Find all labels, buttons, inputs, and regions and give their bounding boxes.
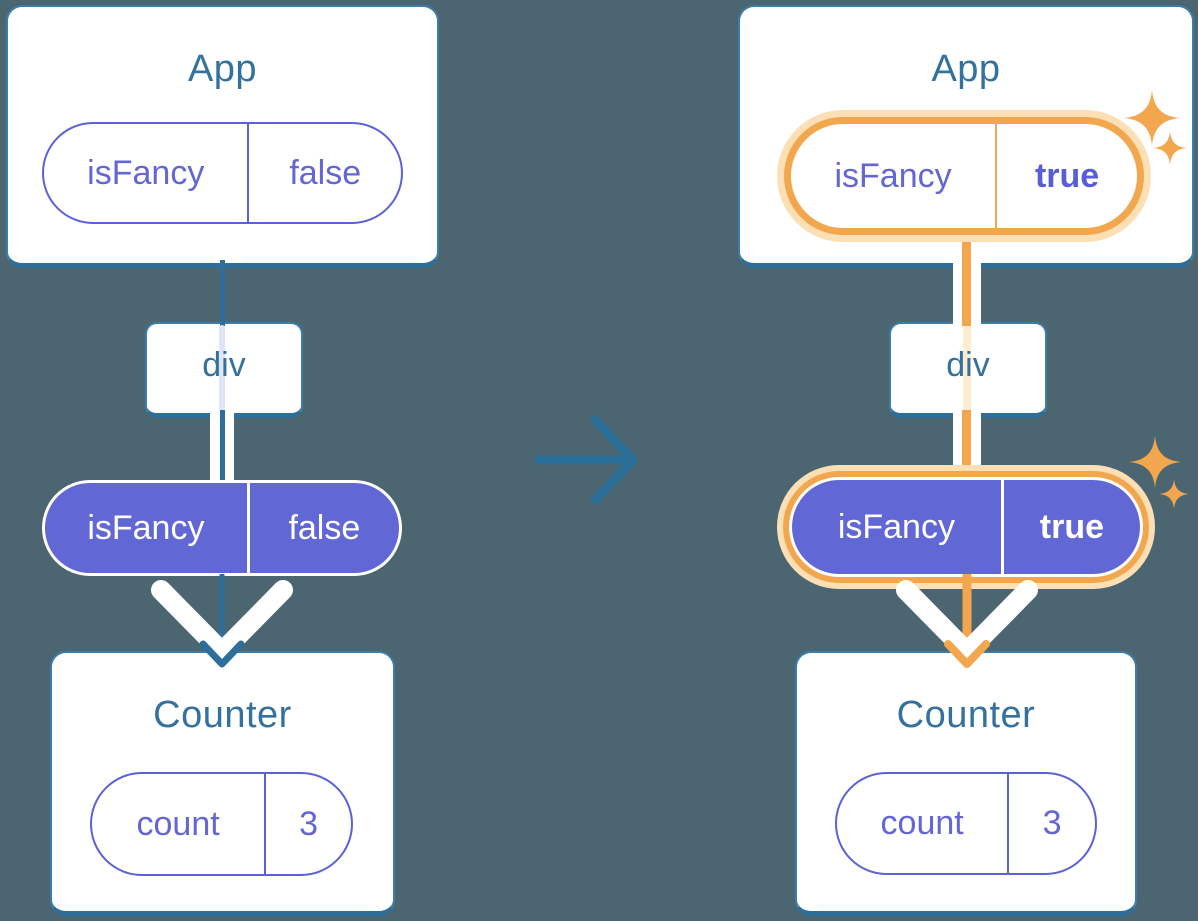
div-label: div — [202, 346, 246, 384]
flow-arrow-icon — [896, 574, 1038, 668]
state-key: isFancy — [834, 156, 952, 195]
app-card — [6, 5, 439, 268]
counter-card — [795, 651, 1137, 916]
state-key: isFancy — [87, 153, 205, 192]
app-state-pill: isFancy false — [42, 122, 403, 224]
state-value: false — [247, 124, 401, 222]
transition-arrow-icon — [534, 415, 638, 505]
prop-pipe — [210, 410, 234, 484]
app-title: App — [931, 48, 1001, 90]
state-value: 3 — [264, 774, 351, 874]
counter-card — [50, 651, 395, 916]
prop-pipe-core — [962, 260, 971, 326]
prop-pipe-core — [962, 410, 971, 484]
white-chevron-icon — [151, 580, 293, 662]
passed-prop-pill-highlighted: isFancy true — [792, 480, 1140, 574]
sparkle-icon — [1153, 131, 1187, 165]
sparkle-icon — [1123, 89, 1181, 147]
prop-stripe — [219, 325, 225, 414]
prop-key: isFancy — [87, 508, 205, 547]
app-card — [738, 5, 1194, 268]
prop-stripe — [963, 325, 971, 414]
counter-state-pill: count 3 — [90, 772, 353, 876]
div-label: div — [946, 346, 990, 384]
state-value: 3 — [1007, 774, 1095, 873]
state-value: true — [995, 124, 1137, 228]
state-flow-line — [962, 232, 971, 264]
app-state-pill-highlighted: isFancy true — [784, 117, 1144, 235]
prop-key: isFancy — [837, 507, 955, 546]
prop-value: false — [246, 483, 399, 573]
counter-state-pill: count 3 — [835, 772, 1097, 875]
arrowhead-icon — [199, 640, 245, 668]
arrowhead-icon — [944, 640, 990, 668]
prop-pipe — [953, 260, 981, 326]
white-chevron-icon — [896, 580, 1038, 662]
counter-title: Counter — [896, 694, 1036, 736]
state-key: count — [880, 804, 964, 842]
sparkle-icon — [1128, 435, 1182, 489]
sparkle-icon — [1159, 479, 1189, 509]
app-title: App — [187, 48, 258, 90]
flow-arrow-icon — [151, 574, 293, 668]
state-key: count — [136, 804, 220, 843]
prop-value: true — [1000, 480, 1140, 574]
prop-pipe — [953, 410, 981, 484]
tree-edge — [219, 260, 225, 326]
counter-title: Counter — [153, 694, 292, 736]
passed-prop-pill: isFancy false — [42, 480, 402, 576]
prop-pipe-core — [219, 410, 225, 484]
div-node — [889, 322, 1047, 418]
div-node — [145, 322, 303, 418]
